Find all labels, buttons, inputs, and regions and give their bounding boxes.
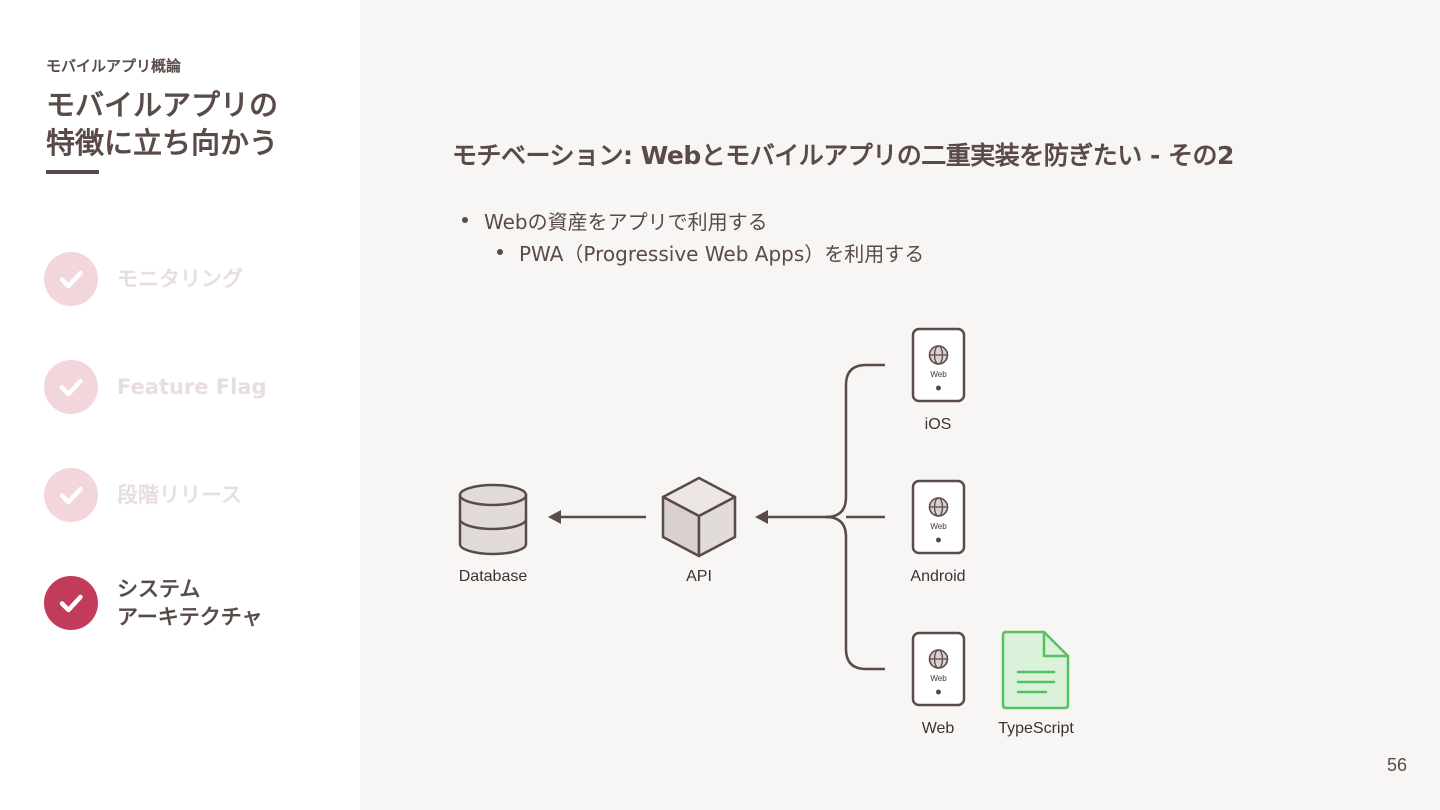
- page-number: 56: [1386, 755, 1407, 775]
- bullet-text: PWA（Progressive Web Apps）を利用する: [519, 241, 925, 266]
- bullet-text: Webの資産をアプリで利用する: [484, 209, 768, 234]
- ios-device-icon: [911, 327, 966, 403]
- step-label: システム アーキテクチャ: [117, 575, 263, 631]
- typescript-file-icon: [1001, 630, 1070, 710]
- step-staged-release[interactable]: 段階リリース: [44, 467, 242, 523]
- web-screen-text: Web: [930, 674, 947, 683]
- bullet-list: Webの資産をアプリで利用する PWA（Progressive Web Apps…: [462, 204, 924, 268]
- android-device-icon: [911, 479, 966, 555]
- web-device-icon: [911, 631, 966, 707]
- step-label: Feature Flag: [117, 375, 267, 399]
- api-cube-icon: [661, 476, 737, 558]
- step-label: 段階リリース: [117, 483, 242, 507]
- step-label: モニタリング: [117, 267, 243, 291]
- chapter-title-line2: 特徴に立ち向かう: [46, 126, 279, 160]
- chapter-underline: [46, 170, 99, 174]
- bullet-dot: [497, 249, 503, 255]
- typescript-label: TypeScript: [998, 720, 1074, 737]
- chapter-title-line1: モバイルアプリの: [46, 88, 279, 122]
- slide-title: モチベーション: Webとモバイルアプリの二重実装を防ぎたい - その2: [452, 141, 1234, 170]
- bullet-item-sub: PWA（Progressive Web Apps）を利用する: [497, 236, 924, 268]
- android-label: Android: [910, 568, 966, 585]
- database-label: Database: [458, 568, 528, 585]
- step-system-architecture[interactable]: システム アーキテクチャ: [44, 575, 263, 631]
- arrow-api-to-database: [548, 510, 646, 524]
- architecture-diagram-svg: Web Web Web: [458, 327, 1070, 710]
- architecture-diagram: Web Web Web Database API iOS Android Web…: [440, 320, 1140, 754]
- client-brace: [825, 363, 885, 671]
- api-label: API: [686, 568, 712, 585]
- step-label-line1: システム: [117, 577, 201, 601]
- bullet-item: Webの資産をアプリで利用する: [462, 204, 924, 236]
- ios-label: iOS: [924, 416, 952, 433]
- bullet-dot: [462, 217, 468, 223]
- course-title: モバイルアプリ概論: [46, 57, 182, 75]
- check-icon: [44, 252, 98, 306]
- web-label: Web: [921, 720, 955, 737]
- step-monitoring[interactable]: モニタリング: [44, 251, 243, 307]
- android-screen-text: Web: [930, 522, 947, 531]
- step-label-line2: アーキテクチャ: [117, 605, 263, 629]
- check-icon: [44, 360, 98, 414]
- check-icon: [44, 576, 98, 630]
- ios-screen-text: Web: [930, 370, 947, 379]
- arrow-clients-to-api: [755, 510, 832, 524]
- sidebar: モバイルアプリ概論 モバイルアプリの 特徴に立ち向かう モニタリング Featu…: [0, 0, 360, 810]
- check-icon: [44, 468, 98, 522]
- step-feature-flag[interactable]: Feature Flag: [44, 359, 267, 415]
- database-icon: [458, 483, 528, 556]
- chapter-title: モバイルアプリの 特徴に立ち向かう: [46, 86, 278, 162]
